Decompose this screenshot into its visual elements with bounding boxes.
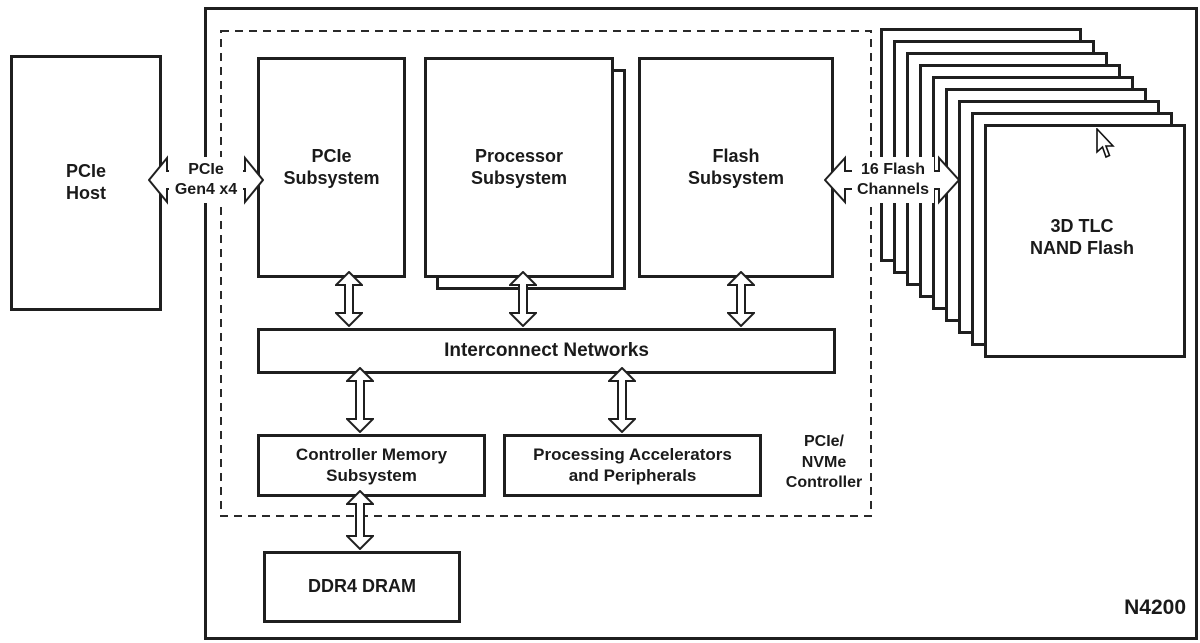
processor-interconnect-arrow (509, 271, 537, 327)
flash-channels-label: 16 Flash Channels (852, 157, 934, 203)
processor-subsystem-label: Processor Subsystem (470, 145, 568, 188)
interconnect-networks-label: Interconnect Networks (444, 340, 649, 362)
nand-die-front (984, 124, 1186, 358)
nand-flash-label: 3D TLC NAND Flash (1029, 216, 1134, 258)
mouse-cursor (1096, 128, 1115, 159)
pcie-link-label: PCIe Gen4 x4 (169, 157, 243, 203)
memory-dram-arrow (346, 490, 374, 550)
nvme-controller-boundary (220, 30, 872, 517)
flash-subsystem-box: Flash Subsystem (638, 57, 834, 278)
processing-accelerators-box: Processing Accelerators and Peripherals (503, 434, 762, 497)
interconnect-networks-box: Interconnect Networks (257, 328, 836, 374)
pcie-host-label: PCIe Host (65, 161, 107, 203)
model-number: N4200 (1124, 596, 1186, 619)
nvme-controller-caption: PCIe/ NVMe Controller (780, 430, 868, 496)
ddr4-dram-label: DDR4 DRAM (308, 576, 416, 597)
pcie-subsystem-label: PCIe Subsystem (283, 145, 380, 188)
interconnect-memory-arrow (346, 367, 374, 433)
controller-memory-subsystem-box: Controller Memory Subsystem (257, 434, 486, 497)
processor-subsystem-box: Processor Subsystem (424, 57, 614, 278)
ddr4-dram-box: DDR4 DRAM (263, 551, 461, 623)
flash-interconnect-arrow (727, 271, 755, 327)
interconnect-accelerators-arrow (608, 367, 636, 433)
flash-subsystem-label: Flash Subsystem (687, 145, 785, 188)
processing-accelerators-label: Processing Accelerators and Peripherals (533, 444, 732, 485)
controller-memory-subsystem-label: Controller Memory Subsystem (295, 444, 448, 485)
pcie-interconnect-arrow (335, 271, 363, 327)
pcie-subsystem-box: PCIe Subsystem (257, 57, 406, 278)
pcie-host-box: PCIe Host (10, 55, 162, 311)
